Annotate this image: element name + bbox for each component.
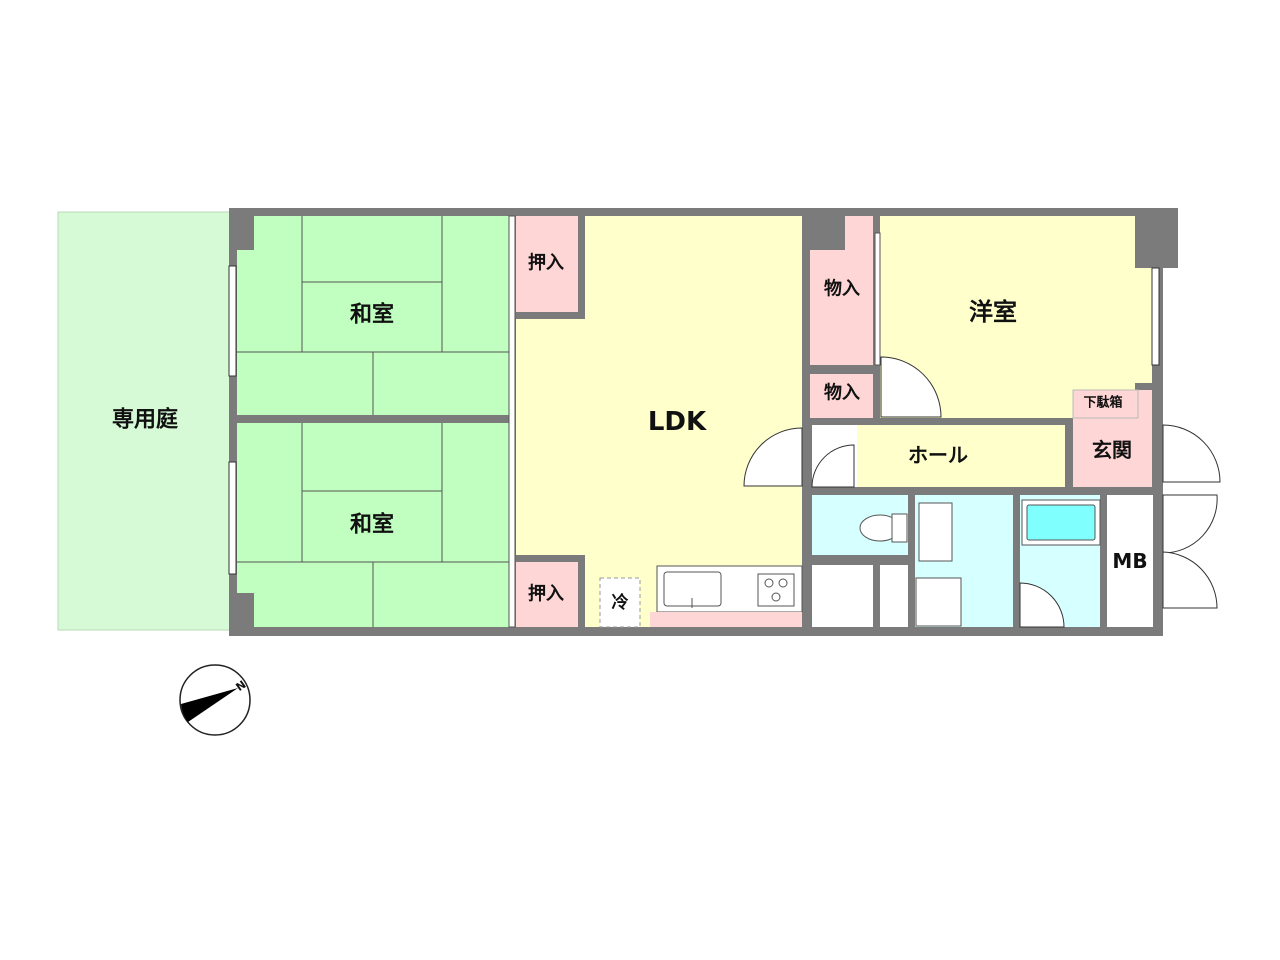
door-swing — [743, 427, 803, 487]
corner-pillar — [1135, 208, 1178, 268]
hall-label: ホール — [908, 443, 968, 467]
youshitsu-label: 洋室 — [969, 298, 1017, 326]
door-swing — [1162, 494, 1218, 554]
door-swing — [811, 444, 855, 488]
mb-label: MB — [1112, 549, 1147, 573]
genkan-label: 玄関 — [1092, 438, 1132, 462]
compass-icon: N — [179, 664, 251, 736]
hall-floor — [857, 425, 1065, 487]
washitsu-bottom — [229, 423, 510, 627]
oshiire-label: 押入 — [528, 583, 564, 605]
washitsu-label: 和室 — [350, 302, 394, 328]
window — [228, 461, 237, 575]
door-swing — [1162, 424, 1221, 483]
garden-area — [57, 211, 231, 631]
fridge-space — [599, 577, 641, 628]
sliding-door — [874, 232, 881, 366]
door-swing — [880, 356, 942, 418]
monoire-label: 物入 — [824, 278, 860, 300]
monoire-label: 物入 — [824, 382, 860, 404]
garden-label: 専用庭 — [112, 407, 178, 433]
fridge-label: 冷 — [612, 592, 629, 613]
washitsu-label: 和室 — [350, 512, 394, 538]
kitchen-counter — [650, 565, 803, 627]
monoire-lower — [810, 374, 873, 418]
ldk-label: LDK — [648, 407, 707, 437]
sliding-door — [508, 215, 516, 628]
washer-space — [915, 577, 962, 627]
window — [1151, 267, 1160, 366]
door-swing — [1162, 551, 1218, 609]
door-swing — [1019, 582, 1065, 628]
oshiire-top — [516, 216, 578, 312]
window — [228, 265, 237, 377]
washitsu-top — [229, 216, 510, 415]
oshiire-label: 押入 — [528, 252, 564, 274]
getabako — [1072, 389, 1139, 419]
oshiire-bottom — [516, 562, 578, 627]
washbasin-icon — [918, 502, 953, 562]
mb-closet — [1107, 495, 1153, 627]
getabako-label: 下駄箱 — [1083, 395, 1122, 411]
